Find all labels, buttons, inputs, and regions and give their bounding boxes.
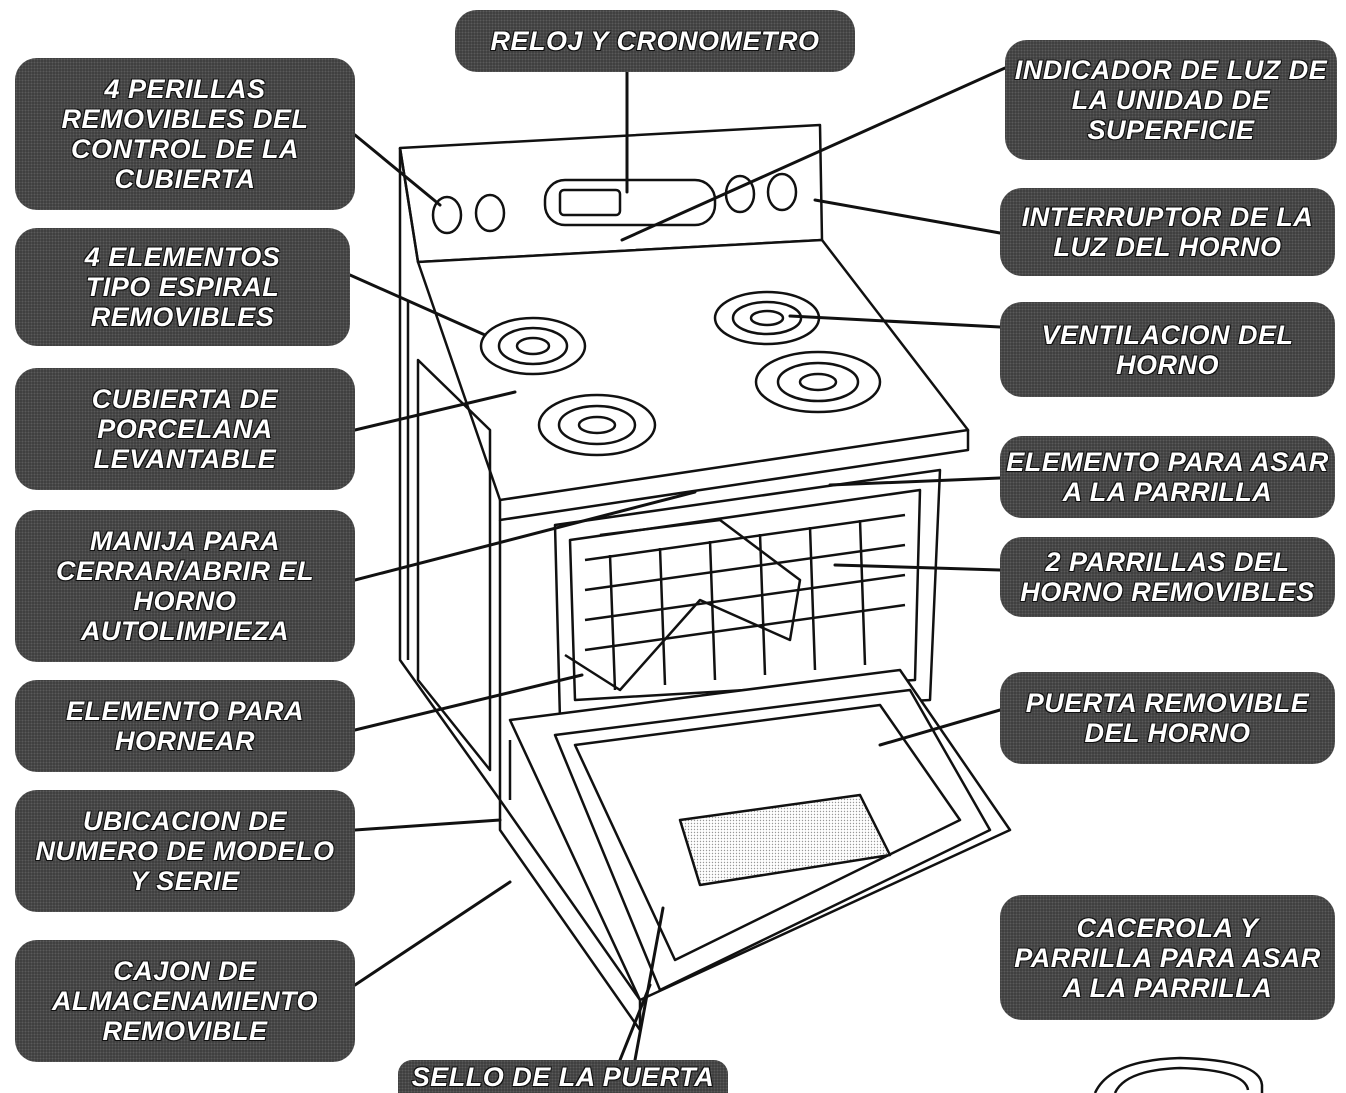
label-reloj: RELOJ Y CRONOMETRO xyxy=(455,10,855,72)
label-ventilacion: VENTILACION DEL HORNO xyxy=(1000,302,1335,397)
label-cajon: CAJON DE ALMACENAMIENTO REMOVIBLE xyxy=(15,940,355,1062)
label-sello: SELLO DE LA PUERTA xyxy=(398,1060,728,1093)
label-ventilacion-text: VENTILACION DEL HORNO xyxy=(1041,319,1294,380)
label-indicador-luz: INDICADOR DE LUZ DE LA UNIDAD DE SUPERFI… xyxy=(1005,40,1337,160)
label-parrillas-text: 2 PARRILLAS DEL HORNO REMOVIBLES xyxy=(1020,547,1315,607)
label-indicador-luz-text: INDICADOR DE LUZ DE LA UNIDAD DE SUPERFI… xyxy=(1014,55,1328,145)
label-perillas-text: 4 PERILLAS REMOVIBLES DEL CONTROL DE LA … xyxy=(61,74,309,194)
label-puerta-text: PUERTA REMOVIBLE DEL HORNO xyxy=(1025,688,1310,748)
label-ubicacion: UBICACION DE NUMERO DE MODELO Y SERIE xyxy=(15,790,355,912)
label-manija-text: MANIJA PARA CERRAR/ABRIR EL HORNO AUTOLI… xyxy=(55,526,314,646)
label-asar-text: ELEMENTO PARA ASAR A LA PARRILLA xyxy=(1006,447,1329,507)
label-interruptor: INTERRUPTOR DE LA LUZ DEL HORNO xyxy=(1000,188,1335,276)
label-perillas: 4 PERILLAS REMOVIBLES DEL CONTROL DE LA … xyxy=(15,58,355,210)
label-hornear-text: ELEMENTO PARA HORNEAR xyxy=(65,696,305,756)
label-cubierta-text: CUBIERTA DE PORCELANA LEVANTABLE xyxy=(91,384,279,474)
label-cajon-text: CAJON DE ALMACENAMIENTO REMOVIBLE xyxy=(52,956,318,1046)
label-interruptor-text: INTERRUPTOR DE LA LUZ DEL HORNO xyxy=(1021,202,1314,262)
label-sello-text: SELLO DE LA PUERTA xyxy=(411,1061,715,1092)
label-ubicacion-text: UBICACION DE NUMERO DE MODELO Y SERIE xyxy=(35,806,335,896)
label-parrillas: 2 PARRILLAS DEL HORNO REMOVIBLES xyxy=(1000,537,1335,617)
label-cacerola-text: CACEROLA Y PARRILLA PARA ASAR A LA PARRI… xyxy=(1014,912,1321,1003)
label-asar: ELEMENTO PARA ASAR A LA PARRILLA xyxy=(1000,436,1335,518)
label-manija: MANIJA PARA CERRAR/ABRIR EL HORNO AUTOLI… xyxy=(15,510,355,662)
label-hornear: ELEMENTO PARA HORNEAR xyxy=(15,680,355,772)
label-elementos-text: 4 ELEMENTOS TIPO ESPIRAL REMOVIBLES xyxy=(84,242,281,332)
label-cacerola: CACEROLA Y PARRILLA PARA ASAR A LA PARRI… xyxy=(1000,895,1335,1020)
label-puerta: PUERTA REMOVIBLE DEL HORNO xyxy=(1000,672,1335,764)
label-elementos: 4 ELEMENTOS TIPO ESPIRAL REMOVIBLES xyxy=(15,228,350,346)
label-reloj-text: RELOJ Y CRONOMETRO xyxy=(490,26,820,56)
label-cubierta: CUBIERTA DE PORCELANA LEVANTABLE xyxy=(15,368,355,490)
